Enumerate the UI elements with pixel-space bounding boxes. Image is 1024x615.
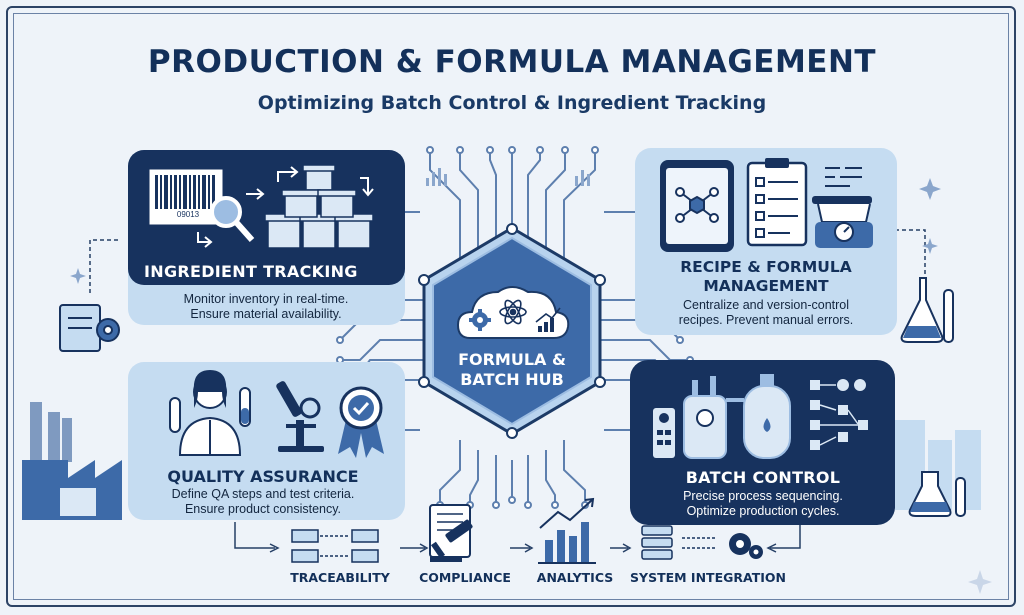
control-panel-icon bbox=[653, 408, 675, 458]
hub-label: FORMULA & BATCH HUB bbox=[431, 350, 593, 390]
batch-control-desc: Precise process sequencing. Optimize pro… bbox=[632, 489, 894, 519]
hub-gear-icon bbox=[469, 309, 491, 331]
compliance-label: COMPLIANCE bbox=[419, 570, 511, 585]
recipe-heading-line2: MANAGEMENT bbox=[703, 277, 829, 295]
recipe-desc-line2: recipes. Prevent manual errors. bbox=[678, 313, 854, 327]
quality-card-art bbox=[128, 362, 405, 520]
analytics-icon bbox=[538, 497, 596, 564]
system-integration-label: SYSTEM INTEGRATION bbox=[630, 570, 786, 585]
recipe-desc-line1: Centralize and version-control bbox=[682, 298, 850, 312]
award-badge-icon bbox=[338, 386, 384, 458]
ingredient-tracking-desc: Monitor inventory in real-time. Ensure m… bbox=[135, 292, 397, 322]
recipe-formula-heading: RECIPE & FORMULA MANAGEMENT bbox=[640, 258, 892, 296]
recipe-heading-line1: RECIPE & FORMULA bbox=[680, 258, 852, 276]
hub-chart-icon bbox=[535, 307, 561, 332]
ingredient-desc-line2: Ensure material availability. bbox=[190, 307, 342, 321]
flowchart-icon bbox=[810, 379, 868, 450]
ingredient-card-art bbox=[128, 150, 405, 325]
ingredient-desc-line1: Monitor inventory in real-time. bbox=[183, 292, 349, 306]
mini-bars-decor bbox=[426, 168, 590, 186]
inner-frame bbox=[13, 13, 1009, 600]
quality-desc-line1: Define QA steps and test criteria. bbox=[171, 487, 355, 501]
left-boxes-icon bbox=[59, 304, 120, 352]
page-title: PRODUCTION & FORMULA MANAGEMENT bbox=[147, 44, 877, 80]
quality-assurance-desc: Define QA steps and test criteria. Ensur… bbox=[132, 487, 394, 517]
crates-icon bbox=[264, 164, 374, 249]
batch-desc-line1: Precise process sequencing. bbox=[683, 489, 843, 503]
bottom-flow-lines bbox=[234, 520, 801, 553]
integration-gear-icon bbox=[729, 533, 763, 559]
batch-control-heading: BATCH CONTROL bbox=[685, 468, 841, 487]
clipboard-icon bbox=[746, 158, 808, 247]
text-lines-icon bbox=[825, 167, 862, 187]
hub-label-line1: FORMULA & bbox=[458, 350, 566, 369]
right-flask-icon bbox=[900, 277, 954, 343]
sync-arrows-icon bbox=[682, 537, 716, 549]
hub-atom-icon bbox=[499, 299, 527, 325]
magnifier-icon bbox=[210, 196, 255, 242]
server-icon bbox=[641, 525, 673, 560]
recipe-formula-desc: Centralize and version-control recipes. … bbox=[640, 298, 892, 328]
factory-icon bbox=[22, 402, 122, 520]
traceability-label: TRACEABILITY bbox=[290, 570, 390, 585]
batch-card-art bbox=[630, 360, 895, 525]
scientist-icon bbox=[178, 370, 242, 456]
test-tube-icon bbox=[169, 387, 251, 433]
tank-icon bbox=[683, 374, 791, 459]
quality-assurance-heading: QUALITY ASSURANCE bbox=[167, 467, 359, 486]
sparkle-decor bbox=[70, 178, 992, 594]
page-subtitle: Optimizing Batch Control & Ingredient Tr… bbox=[257, 92, 767, 114]
microscope-icon bbox=[276, 381, 324, 452]
compliance-icon bbox=[429, 504, 473, 562]
traceability-icon bbox=[291, 529, 379, 563]
hub-hexagon bbox=[418, 223, 606, 439]
dashed-connectors bbox=[89, 229, 926, 295]
arrow-icons bbox=[197, 166, 374, 248]
scale-icon bbox=[812, 196, 873, 248]
ingredient-tracking-heading: INGREDIENT TRACKING bbox=[144, 262, 358, 281]
recipe-card-art bbox=[635, 148, 897, 335]
right-lab-glass-icon bbox=[908, 471, 966, 517]
outer-frame bbox=[6, 6, 1016, 607]
tablet-icon bbox=[660, 160, 734, 252]
batch-desc-line2: Optimize production cycles. bbox=[686, 504, 840, 518]
analytics-label: ANALYTICS bbox=[536, 570, 614, 585]
barcode-icon bbox=[149, 169, 223, 225]
barcode-number: 09013 bbox=[168, 210, 208, 219]
hub-label-line2: BATCH HUB bbox=[460, 370, 564, 389]
quality-desc-line2: Ensure product consistency. bbox=[184, 502, 342, 516]
